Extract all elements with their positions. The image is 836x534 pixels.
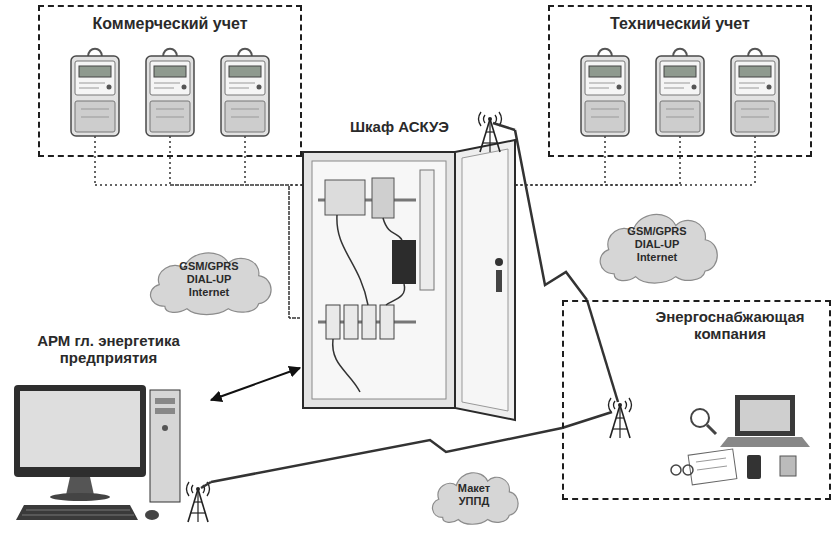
meter-icon <box>146 49 194 136</box>
node-label: Технический учет <box>610 15 750 33</box>
meter-icon <box>656 49 704 136</box>
node-label: GSM/GPRS DIAL-UP Internet <box>173 260 245 299</box>
group-box: Коммерческий учет <box>38 5 302 157</box>
pc-drive <box>155 398 175 404</box>
door-lock <box>495 258 503 266</box>
cabinet-door <box>455 140 515 420</box>
cloud-outline <box>600 214 717 283</box>
company-box: Энергоснабжающая компания <box>562 300 831 500</box>
cabinet-body <box>303 152 455 408</box>
meter-icon <box>581 49 629 136</box>
network-cloud: Макет УППД <box>425 462 523 528</box>
door-panel <box>462 149 508 411</box>
meter-wire <box>679 136 681 157</box>
antenna-icon <box>187 482 210 522</box>
meter-icon <box>221 49 269 136</box>
paper-sheet <box>688 449 737 485</box>
modem <box>392 240 416 284</box>
breaker <box>362 305 376 339</box>
node-label: Коммерческий учет <box>93 15 248 33</box>
node-label: Энергоснабжающая компания <box>643 308 818 342</box>
network-cloud: GSM/GPRS DIAL-UP Internet <box>590 200 724 288</box>
radio-link <box>562 412 612 428</box>
laptop-screen <box>740 400 790 431</box>
laptop-base <box>720 437 810 447</box>
node-label: Макет УППД <box>450 482 498 508</box>
cloud-outline <box>150 253 271 315</box>
glasses <box>683 465 693 475</box>
phone <box>747 455 761 479</box>
meter-wire <box>94 136 96 185</box>
cabinet-wire <box>386 284 405 305</box>
antenna-icon <box>479 112 502 152</box>
breaker <box>380 305 394 339</box>
cloud-outline <box>432 473 518 525</box>
node-label: GSM/GPRS DIAL-UP Internet <box>621 225 693 264</box>
node-label: АРМ гл. энергетика предприятия <box>14 332 204 366</box>
link-arrow <box>211 368 300 400</box>
cabinet-wire <box>333 339 360 392</box>
meter-wire <box>604 136 606 185</box>
breaker <box>326 305 340 339</box>
monitor-screen <box>20 391 140 467</box>
meter-wire <box>244 136 246 185</box>
cabinet-box: Шкаф АСКУЭ <box>300 116 515 410</box>
pc-drive <box>155 408 175 414</box>
cabinet-panel <box>312 161 446 399</box>
network-cloud: GSM/GPRS DIAL-UP Internet <box>140 240 278 319</box>
monitor <box>14 385 146 477</box>
computer-illustration <box>14 385 180 520</box>
pc-tower <box>150 390 180 502</box>
cabinet-device <box>325 180 365 215</box>
group-box: Технический учет <box>548 5 812 157</box>
radio-link <box>587 300 618 402</box>
breaker <box>344 305 358 339</box>
cabinet-illustration <box>303 140 515 420</box>
magnifier <box>691 409 709 427</box>
monitor-stand <box>66 477 94 495</box>
meter-icon <box>71 49 119 136</box>
pc-button <box>162 425 168 431</box>
cup <box>780 456 796 476</box>
door-handle <box>496 270 502 292</box>
paper-line <box>697 466 727 470</box>
keyboard-keys <box>26 510 130 511</box>
mouse <box>145 510 159 520</box>
meter-icon <box>731 49 779 136</box>
glasses <box>671 465 681 475</box>
meter-wire <box>169 136 171 157</box>
node-label: Шкаф АСКУЭ <box>350 118 449 135</box>
keyboard <box>16 505 138 520</box>
antenna-icon <box>609 398 632 438</box>
workstation-box: АРМ гл. энергетика предприятия <box>6 332 211 530</box>
paper-line <box>696 458 726 462</box>
laptop-lid <box>735 395 795 436</box>
radio-link <box>211 428 562 482</box>
cabinet-wire <box>383 218 402 240</box>
magnifier-handle <box>707 425 716 434</box>
keyboard-keys <box>22 515 134 516</box>
office-illustration <box>671 395 810 485</box>
radio-link <box>201 482 211 488</box>
monitor-base <box>50 493 110 501</box>
meter-wire <box>754 136 756 185</box>
cable-channel <box>420 170 434 290</box>
radio-link <box>493 123 515 130</box>
cabinet-device <box>372 178 394 218</box>
cabinet-wire <box>337 215 368 305</box>
